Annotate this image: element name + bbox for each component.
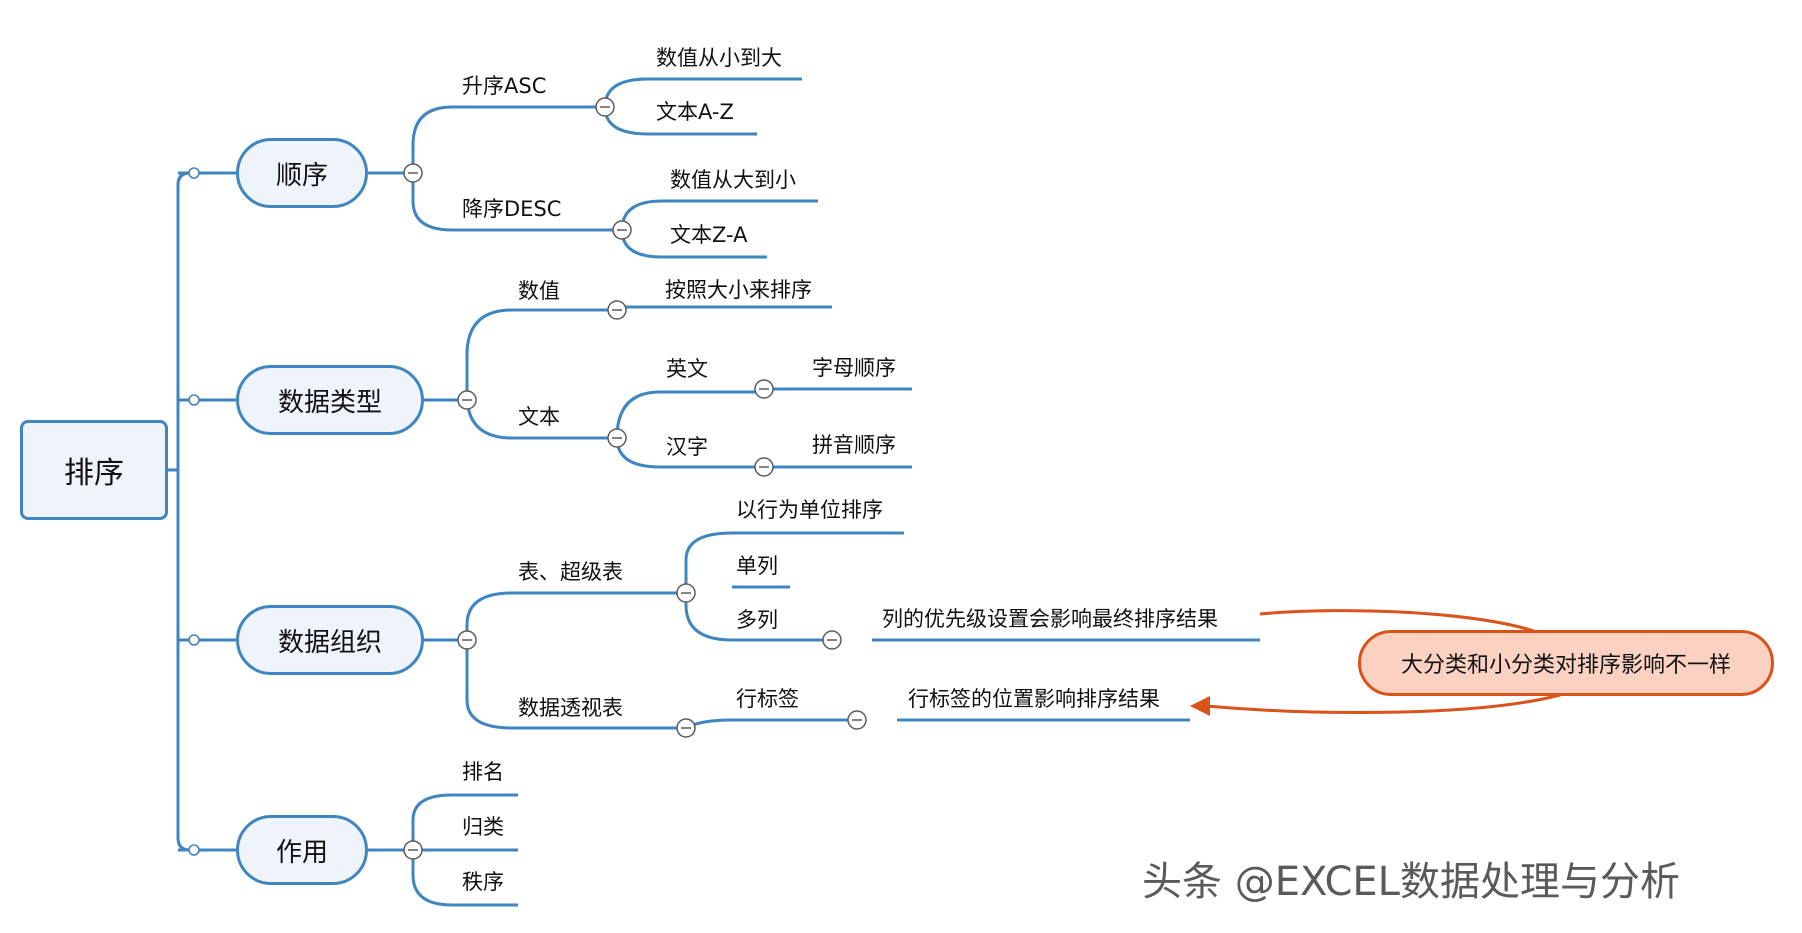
text-label[interactable]: 文本 [518, 405, 560, 429]
watermark: 头条 @EXCEL数据处理与分析 [1142, 859, 1680, 905]
order-dot [188, 167, 200, 179]
chinese-label[interactable]: 汉字 [666, 435, 708, 459]
table-fork [684, 531, 733, 642]
use-item-3[interactable]: 秩序 [462, 870, 504, 894]
desc-item-2[interactable]: 文本Z-A [670, 223, 748, 247]
multi-item[interactable]: 列的优先级设置会影响最终排序结果 [882, 607, 1218, 631]
org-dot [188, 634, 200, 646]
rowlabel-label[interactable]: 行标签 [736, 687, 799, 711]
branch-org-label: 数据组织 [277, 627, 382, 658]
note-arrowhead [1190, 696, 1210, 716]
number-label[interactable]: 数值 [518, 279, 560, 303]
use-item-2[interactable]: 归类 [462, 815, 504, 839]
multi-label[interactable]: 多列 [736, 608, 778, 632]
rowlabel-item[interactable]: 行标签的位置影响排序结果 [908, 687, 1160, 711]
use-item-1[interactable]: 排名 [462, 760, 504, 784]
table-single-item[interactable]: 单列 [736, 554, 778, 578]
root-label: 排序 [64, 456, 124, 491]
table-row-item[interactable]: 以行为单位排序 [736, 498, 883, 522]
branch-type-label: 数据类型 [277, 387, 382, 418]
asc-item-1[interactable]: 数值从小到大 [656, 46, 782, 70]
type-fork [465, 308, 513, 440]
english-label[interactable]: 英文 [666, 357, 708, 381]
use-dot [188, 844, 200, 856]
org-fork [465, 591, 513, 730]
chinese-item[interactable]: 拼音顺序 [812, 433, 896, 457]
branch-order-label: 顺序 [275, 160, 328, 191]
number-item[interactable]: 按照大小来排序 [665, 278, 812, 302]
branch-use-label: 作用 [275, 837, 328, 868]
branch-org[interactable]: 数据组织 [236, 605, 424, 675]
type-dot [188, 394, 200, 406]
desc-label[interactable]: 降序DESC [462, 197, 562, 221]
branch-order[interactable]: 顺序 [236, 138, 368, 208]
english-item[interactable]: 字母顺序 [812, 356, 896, 380]
note-label: 大分类和小分类对排序影响不一样 [1400, 653, 1731, 678]
root-node[interactable]: 排序 [20, 420, 168, 520]
order-fork [411, 105, 453, 232]
text-fork [615, 390, 661, 469]
note-callout[interactable]: 大分类和小分类对排序影响不一样 [1358, 630, 1774, 696]
branch-use[interactable]: 作用 [236, 815, 368, 885]
note-link-upper [1259, 609, 1541, 635]
branch-type[interactable]: 数据类型 [236, 365, 424, 435]
table-label[interactable]: 表、超级表 [518, 560, 623, 584]
root-trunk [176, 171, 191, 852]
asc-label[interactable]: 升序ASC [462, 74, 547, 98]
asc-item-2[interactable]: 文本A-Z [656, 100, 734, 124]
note-link-lower [1205, 693, 1561, 714]
desc-item-1[interactable]: 数值从大到小 [670, 168, 796, 192]
pivot-label[interactable]: 数据透视表 [518, 696, 623, 720]
